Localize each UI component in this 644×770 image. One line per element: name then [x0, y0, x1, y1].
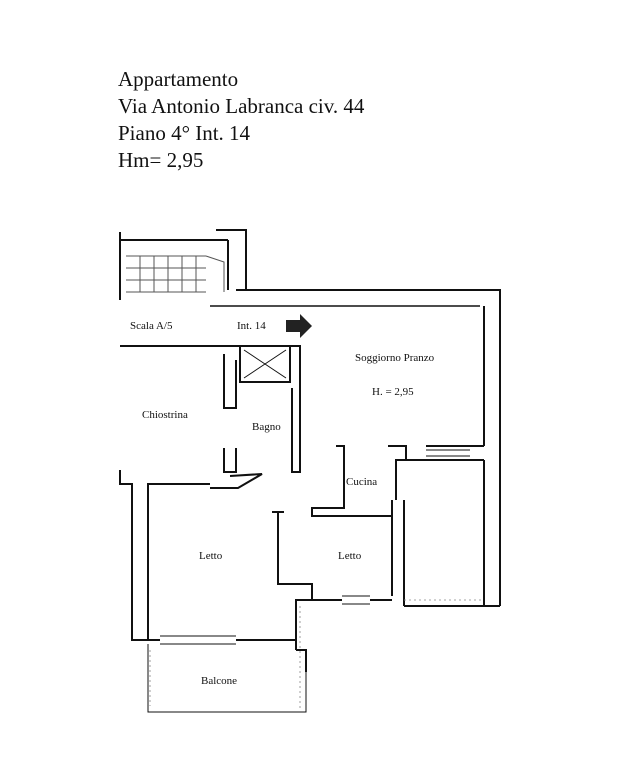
stair-walls — [119, 232, 229, 300]
label-letto-2: Letto — [338, 550, 362, 562]
balcony-window — [160, 635, 236, 645]
bedroom-divider — [277, 512, 313, 640]
staircase — [126, 255, 225, 293]
east-wall — [483, 300, 501, 606]
balcony-hatch — [149, 606, 301, 710]
label-chiostrina: Chiostrina — [142, 409, 188, 421]
bath-right-wall — [290, 345, 301, 473]
balcony-rail — [147, 644, 307, 713]
north-wall — [236, 289, 501, 300]
kitchen-loggia-wall — [391, 500, 405, 606]
label-int: Int. 14 — [237, 320, 266, 332]
kitchen-east-wall — [388, 445, 407, 500]
corridor-wall — [120, 345, 241, 352]
header-height: Hm= 2,95 — [118, 148, 204, 172]
stair-top-wall — [216, 229, 247, 290]
bedroom-west-wall — [119, 470, 210, 641]
stair-landing — [205, 255, 225, 292]
label-height: H. = 2,95 — [372, 386, 414, 398]
bath-door — [210, 473, 263, 489]
shaft-cross — [243, 349, 287, 379]
kitchen-window-wall — [406, 445, 484, 461]
label-soggiorno: Soggiorno Pranzo — [355, 352, 435, 364]
label-scala: Scala A/5 — [130, 320, 173, 332]
plan-header: Appartamento Via Antonio Labranca civ. 4… — [118, 66, 364, 174]
header-floor: Piano 4° Int. 14 — [118, 121, 251, 145]
hatch-lines — [149, 599, 484, 710]
kitchen-window — [426, 449, 470, 457]
label-bagno: Bagno — [252, 421, 281, 433]
stair-risers — [139, 256, 197, 292]
bedroom2-window — [342, 595, 370, 605]
label-letto-1: Letto — [199, 550, 223, 562]
bath-left-wall — [223, 354, 237, 409]
east-wall-lower — [483, 460, 500, 607]
bedroom-south-wall — [148, 639, 297, 650]
plan-walls — [119, 229, 501, 713]
balcony-east-post — [296, 649, 307, 672]
bath-lower-wall — [223, 448, 237, 473]
entrance-arrow-icon — [286, 314, 312, 338]
kitchen-wall — [311, 445, 392, 517]
label-balcone: Balcone — [201, 675, 237, 687]
stair-treads — [126, 255, 206, 293]
header-title: Appartamento — [118, 67, 239, 91]
label-cucina: Cucina — [346, 476, 377, 488]
header-address: Via Antonio Labranca civ. 44 — [118, 94, 365, 118]
shaft-box — [239, 345, 291, 383]
